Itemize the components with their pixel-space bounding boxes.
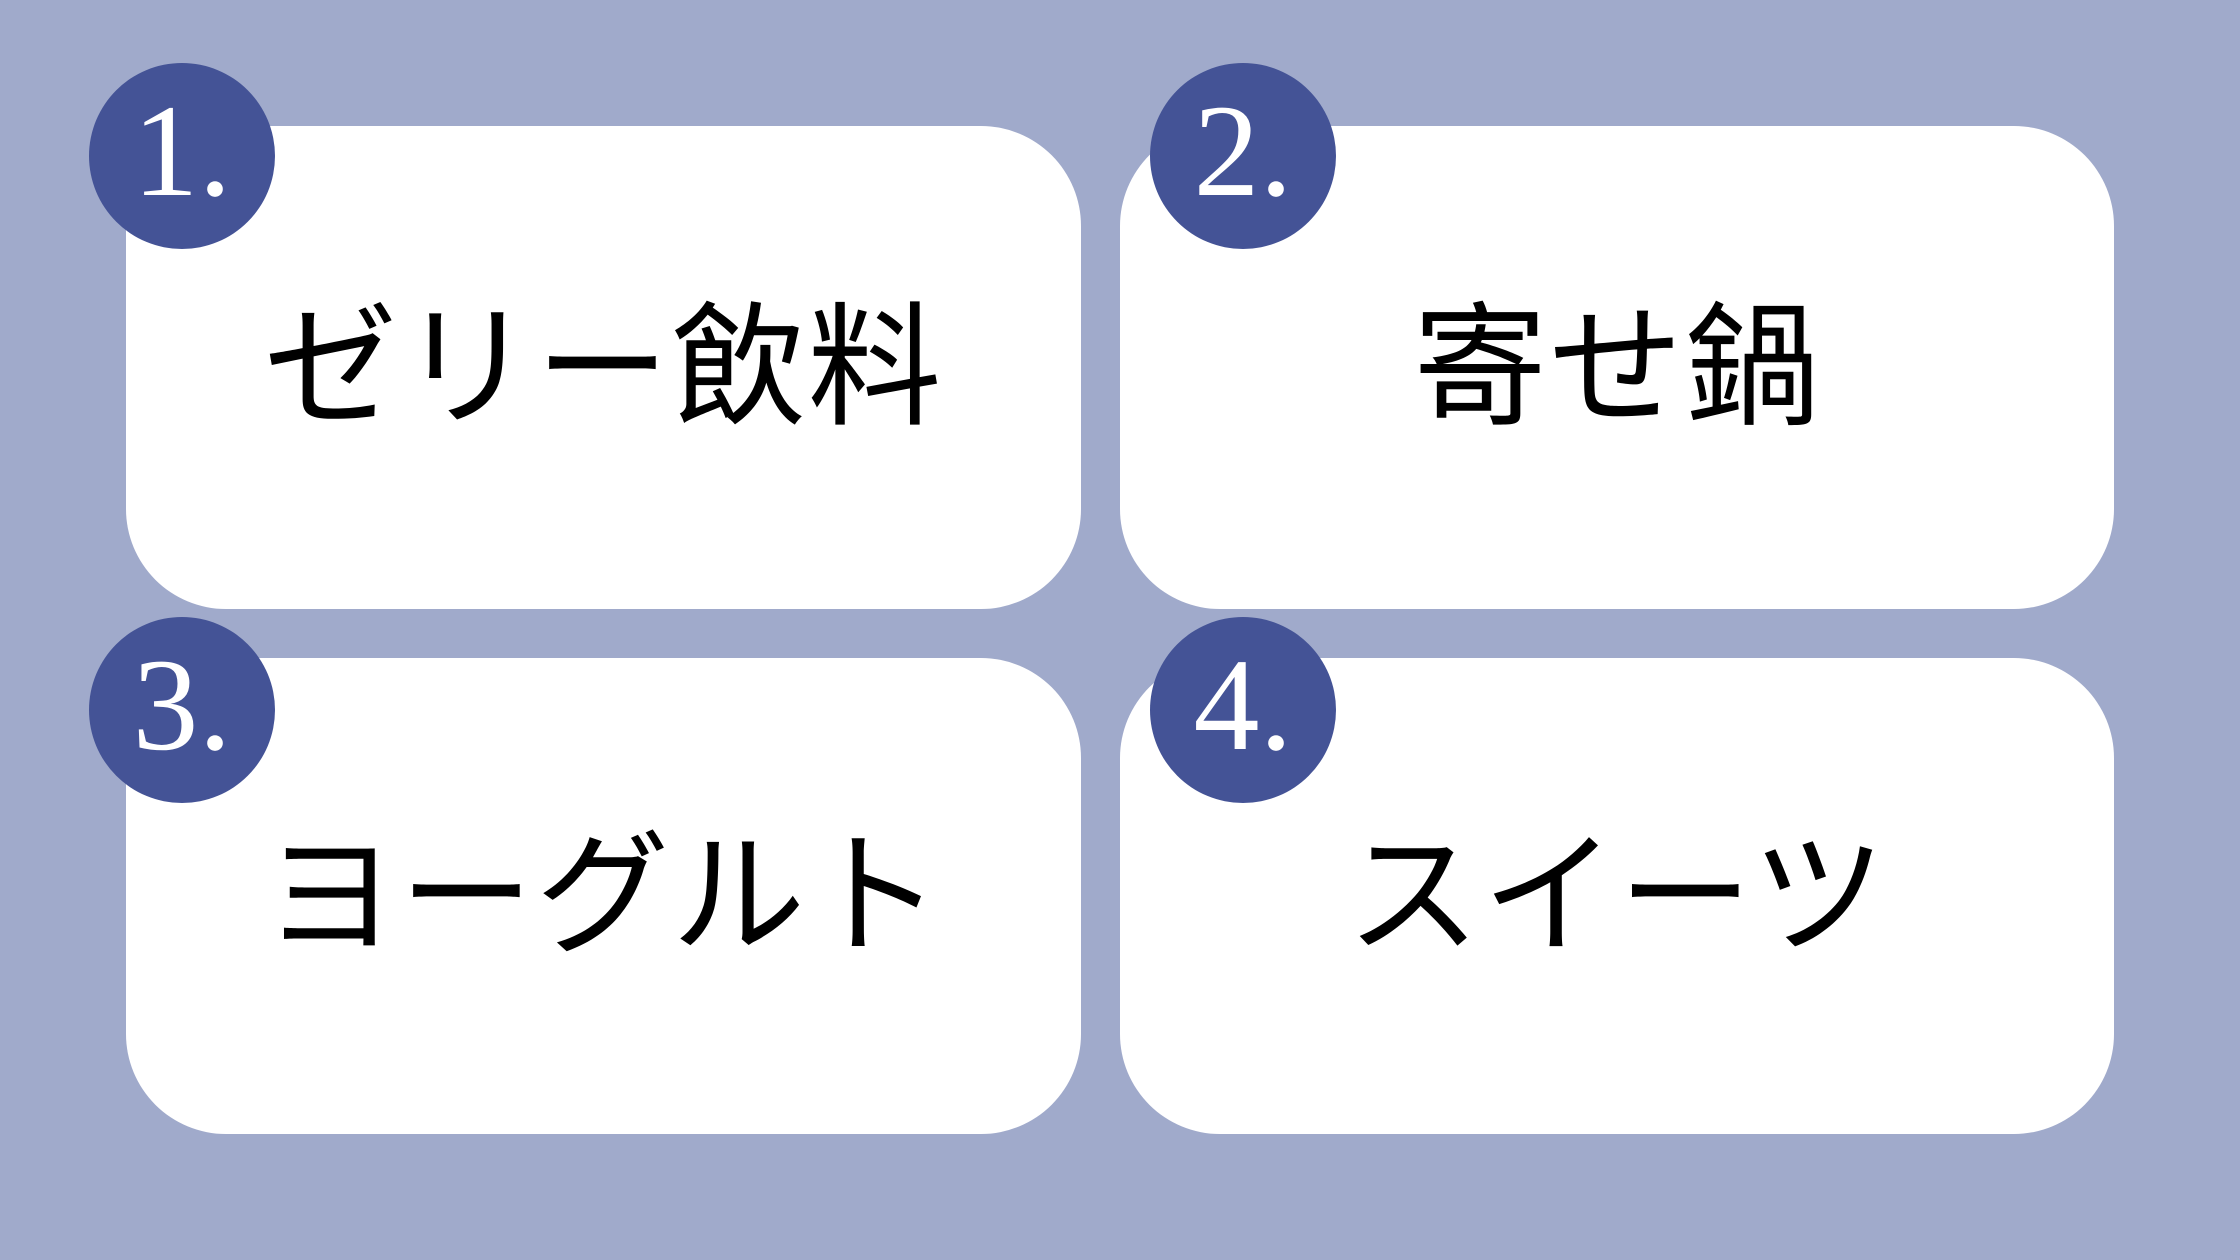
number-badge-3: 3. [89, 617, 275, 803]
option-card-3[interactable]: ヨーグルト [126, 658, 1081, 1134]
number-badge-4: 4. [1150, 617, 1336, 803]
option-label: 寄せ鍋 [1412, 289, 1821, 446]
option-label: ゼリー飲料 [263, 289, 944, 446]
option-label: ヨーグルト [263, 818, 944, 974]
option-card-1[interactable]: ゼリー飲料 [126, 126, 1081, 609]
number-badge-2: 2. [1150, 63, 1336, 249]
number-badge-1: 1. [89, 63, 275, 249]
badge-number: 1. [132, 77, 232, 224]
badge-number: 2. [1193, 77, 1293, 224]
badge-number: 4. [1193, 631, 1293, 778]
option-label: スイーツ [1346, 818, 1888, 974]
badge-number: 3. [132, 631, 232, 778]
